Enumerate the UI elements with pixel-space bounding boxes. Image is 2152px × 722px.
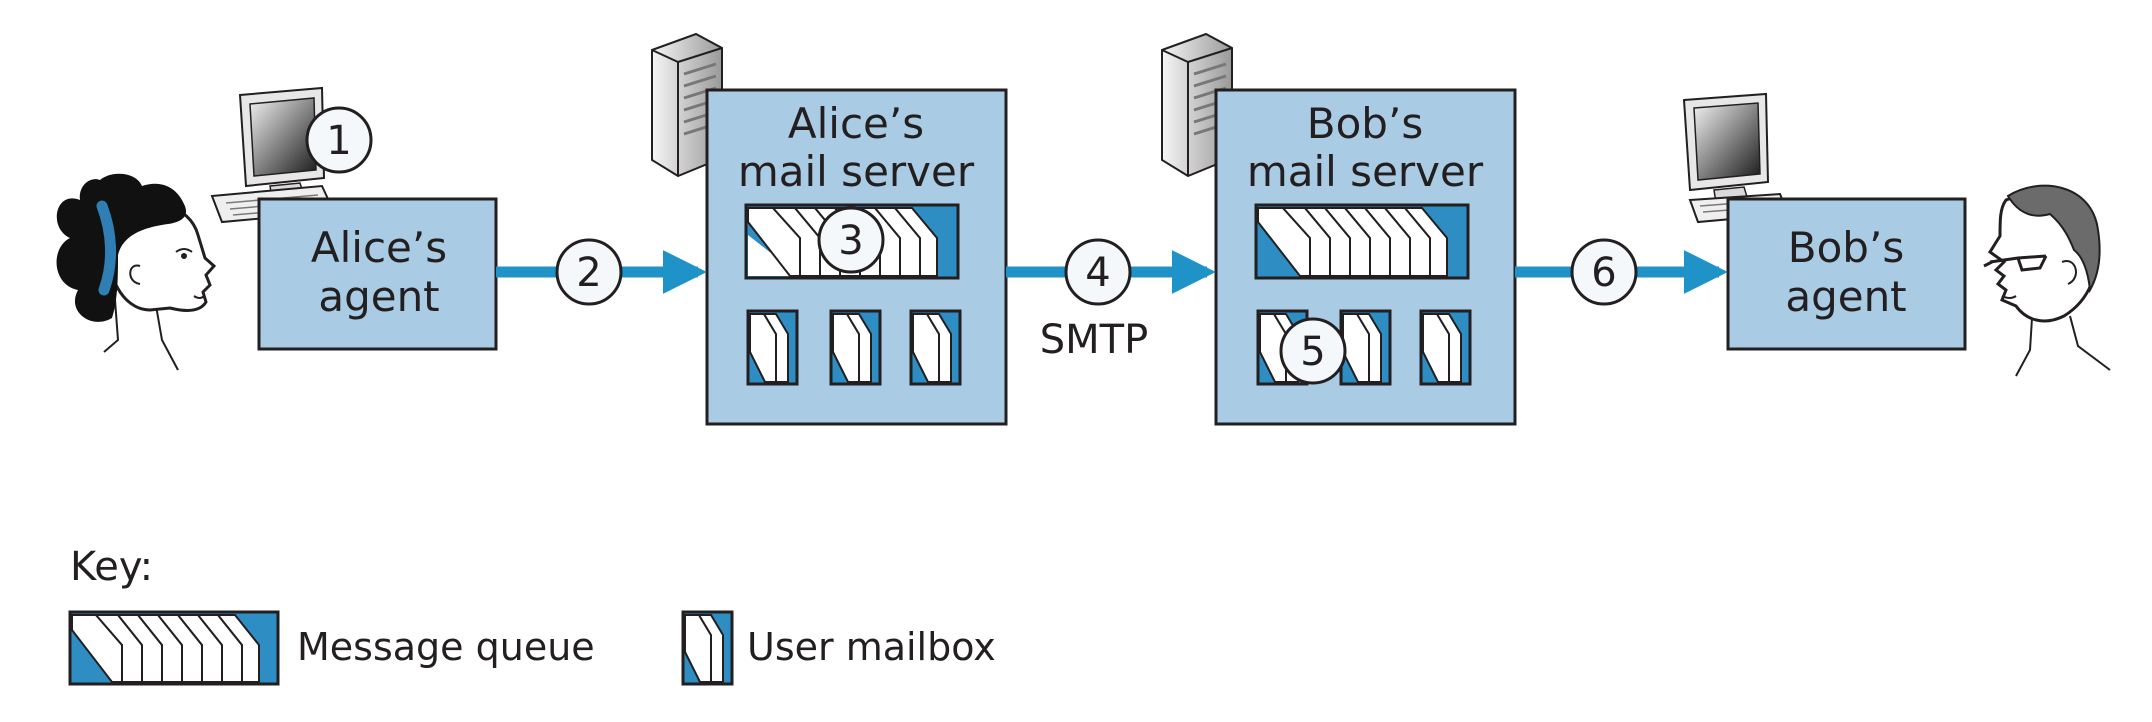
alice-agent-label-line2: agent [318,272,439,321]
bob-server-label-line2: mail server [1247,147,1484,196]
bob-message-queue [1254,203,1470,280]
bob-mailbox-3 [1419,309,1472,386]
step-3-label: 3 [838,218,863,264]
step-6-marker: 6 [1570,238,1638,306]
bob-agent-label-line1: Bob’s [1788,223,1904,272]
alice-person-icon [56,173,217,371]
bob-server-label-line1: Bob’s [1307,99,1423,148]
legend-message-queue-label: Message queue [297,625,595,669]
step-1-marker: 1 [305,106,373,174]
bob-mailbox-2 [1339,309,1392,386]
alice-server-label-line2: mail server [738,147,975,196]
step-4-label: 4 [1085,250,1110,296]
alice-agent-label-line1: Alice’s [311,223,447,272]
step-2-marker: 2 [555,238,623,306]
legend-user-mailbox-label: User mailbox [747,625,996,669]
smtp-label: SMTP [1040,317,1148,363]
bob-agent-box: Bob’s agent [1726,197,1967,351]
bob-mail-server-box: Bob’s mail server [1214,88,1517,426]
legend-title: Key: [70,544,153,590]
alice-mailbox-2 [829,309,882,386]
step-1-label: 1 [326,118,351,164]
legend-user-mailbox-icon [681,610,734,686]
step-4-marker: 4 [1064,238,1132,306]
legend-message-queue-icon [68,610,280,686]
alice-agent-box: Alice’s agent [257,197,498,351]
step-5-label: 5 [1300,329,1325,375]
step-5-marker: 5 [1279,317,1347,385]
legend: Key: Message queue User mailbox [68,544,996,686]
alice-mailbox-1 [746,309,799,386]
bob-person-icon [1983,184,2111,377]
step-2-label: 2 [576,250,601,296]
bob-agent-label-line2: agent [1785,272,1906,321]
alice-mailbox-3 [909,309,962,386]
alice-server-label-line1: Alice’s [788,99,924,148]
step-3-marker: 3 [817,206,885,274]
step-6-label: 6 [1591,250,1616,296]
